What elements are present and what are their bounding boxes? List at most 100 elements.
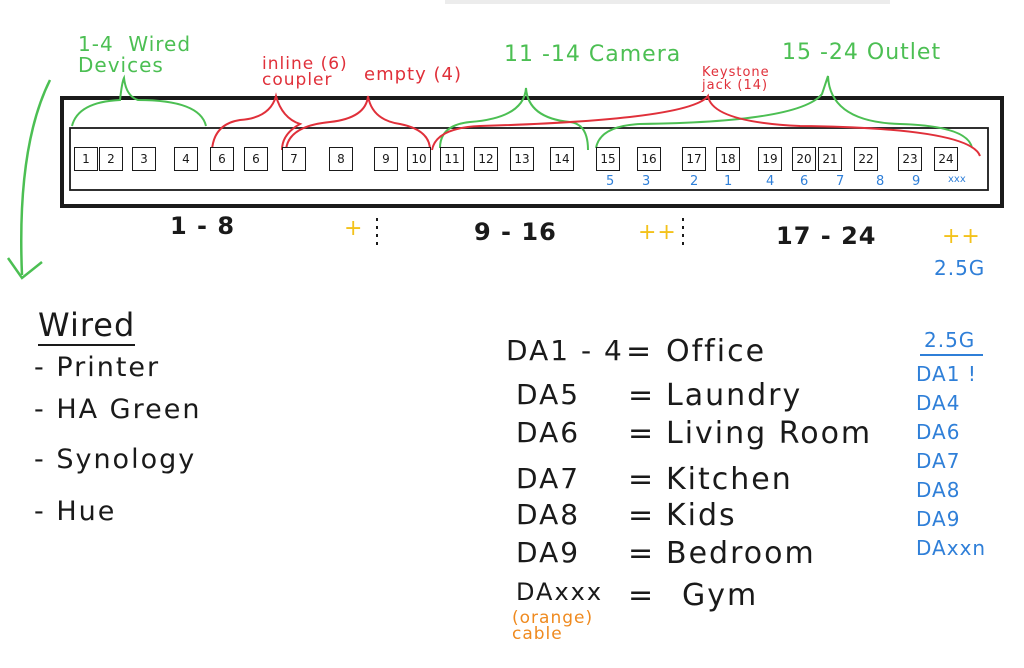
port-sublabel-20: 6: [800, 174, 809, 189]
port-6: 6: [244, 147, 268, 171]
wired-item-label: Printer: [56, 352, 161, 383]
port-14: 14: [550, 147, 574, 171]
mapping-equals: =: [628, 498, 656, 533]
blue-list-item: DA9: [916, 507, 961, 531]
port-sublabel-18: 1: [724, 174, 733, 189]
port-20: 20: [792, 147, 816, 171]
port-11: 11: [440, 147, 464, 171]
port-17: 17: [682, 147, 706, 171]
port-5: 6: [210, 147, 234, 171]
mapping-value: Office: [666, 334, 767, 369]
bracket-outlet: [595, 75, 973, 149]
port-3: 3: [132, 147, 156, 171]
wired-title: Wired: [38, 306, 136, 346]
mapping-row: DA9 = Bedroom: [506, 536, 866, 572]
mapping-row: DA8=Kids: [506, 498, 866, 534]
mapping-row: DA6 = Living Room: [506, 416, 870, 452]
port-sublabel-15: 5: [606, 174, 615, 189]
mapping-value: Kids: [666, 498, 737, 533]
mapping-row: DA7=Kitchen: [506, 462, 866, 498]
orange-cable-note: (orange) cable: [512, 608, 594, 644]
port-sublabel-21: 7: [836, 174, 845, 189]
range-label-9-16: 9 - 16: [474, 218, 557, 246]
mapping-key: DA5: [516, 378, 581, 411]
wired-item: - Synology: [34, 444, 196, 475]
bracket-keystone: [431, 93, 981, 157]
port-13: 13: [510, 147, 534, 171]
mapping-equals: =: [628, 462, 656, 497]
port-8: 8: [329, 147, 353, 171]
mapping-row: DAxxx = Gym: [506, 578, 866, 614]
wired-item: - HA Green: [34, 394, 201, 425]
port-sublabel-17: 2: [690, 174, 699, 189]
mapping-value: Kitchen: [666, 462, 793, 497]
mapping-equals: =: [628, 578, 656, 613]
mapping-value: Laundry: [666, 378, 803, 413]
port-10: 10: [407, 147, 431, 171]
wired-item-label: Hue: [56, 496, 117, 527]
mapping-key: DA9: [516, 536, 581, 569]
port-sublabel-23: 9: [912, 174, 921, 189]
port-7: 7: [282, 147, 306, 171]
port-9: 9: [374, 147, 398, 171]
plus-mark-1: +: [344, 216, 364, 241]
mapping-key: DA1 - 4: [506, 334, 624, 367]
port-sublabel-22: 8: [876, 174, 885, 189]
wired-item: - Hue: [34, 496, 116, 527]
bracket-camera: [439, 87, 589, 151]
blue-list-item: DA4: [916, 391, 961, 415]
label-inline-coupler: inline (6) coupler: [262, 54, 348, 90]
wired-item-label: Synology: [56, 444, 197, 475]
port-23: 23: [898, 147, 922, 171]
blue-list-title: 2.5G: [920, 328, 984, 356]
mapping-key: DA6: [516, 416, 581, 449]
range-label-1-8: 1 - 8: [170, 212, 236, 240]
port-sublabel-19: 4: [766, 174, 775, 189]
port-sublabel-16: 3: [642, 174, 651, 189]
plus-mark-2: ++: [638, 220, 677, 245]
switch-inner-frame: [69, 127, 989, 191]
label-camera: 11 -14 Camera: [504, 42, 682, 67]
label-empty: empty (4): [364, 64, 462, 85]
bullet-dash: -: [34, 352, 57, 383]
port-16: 16: [637, 147, 661, 171]
label-outlet: 15 -24 Outlet: [782, 40, 942, 65]
bullet-dash: -: [34, 394, 57, 425]
bracket-empty: [285, 95, 431, 151]
wired-item-label: HA Green: [56, 394, 202, 425]
port-19: 19: [758, 147, 782, 171]
mapping-value: Living Room: [666, 416, 873, 451]
port-4: 4: [174, 147, 198, 171]
port-22: 22: [854, 147, 878, 171]
green-arrow-icon: [19, 79, 52, 276]
bullet-dash: -: [34, 496, 57, 527]
mapping-key: DAxxx: [516, 578, 604, 606]
plus-mark-3: ++: [942, 224, 981, 249]
blue-list-item: DA7: [916, 449, 961, 473]
blue-list-item: DA8: [916, 478, 961, 502]
port-18: 18: [716, 147, 740, 171]
port-2: 2: [99, 147, 123, 171]
mapping-equals: =: [628, 378, 656, 413]
port-24: 24: [934, 147, 958, 171]
label-keystone: Keystone jack (14): [702, 65, 770, 93]
mapping-equals: =: [626, 334, 654, 369]
port-sublabel-row: 5 3 2 1 4 6 7 8 9 xxx: [0, 174, 1024, 192]
switch-outer-frame: [60, 96, 1004, 208]
mapping-equals: =: [628, 416, 656, 451]
mapping-value: Bedroom: [666, 536, 816, 571]
blue-list-item: DA1 !: [916, 362, 977, 386]
port-sublabel-24: xxx: [948, 174, 966, 185]
mapping-row: DA5 = Laundry: [506, 378, 866, 414]
mapping-equals: =: [628, 536, 656, 571]
blue-list-item: DA6: [916, 420, 961, 444]
port-21: 21: [818, 147, 842, 171]
port-12: 12: [474, 147, 498, 171]
label-wired-devices: 1-4 Wired Devices: [78, 32, 192, 77]
blue-list-item: DAxxn: [916, 536, 987, 560]
mapping-value: Gym: [682, 578, 759, 613]
bullet-dash: -: [34, 444, 57, 475]
top-scroll-bar: [445, 0, 890, 4]
